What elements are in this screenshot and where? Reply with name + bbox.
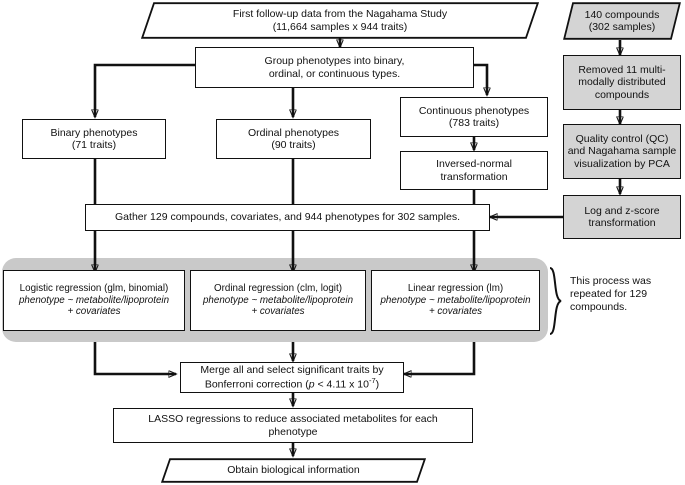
log-zscore-line2: transformation xyxy=(588,217,656,229)
merge-select-line2: Bonferroni correction (p < 4.11 x 10-7) xyxy=(184,375,400,391)
ordinal-regression-line1: Ordinal regression (clm, logit) xyxy=(214,283,342,295)
removed-multimodal-line3: compounds xyxy=(594,88,650,101)
node-continuous-phenotypes: Continuous phenotypes (783 traits) xyxy=(400,97,548,137)
node-group-phenotypes: Group phenotypes into binary, ordinal, o… xyxy=(195,47,474,88)
log-zscore-line1: Log and z-score xyxy=(584,204,660,217)
node-binary-phenotypes: Binary phenotypes (71 traits) xyxy=(22,119,166,159)
parallelogram-shape xyxy=(141,2,539,39)
inversed-normal-line2: transformation xyxy=(440,170,508,183)
node-quality-control: Quality control (QC) and Nagahama sample… xyxy=(563,124,681,179)
node-removed-multimodal: Removed 11 multi- modally distributed co… xyxy=(563,55,681,110)
compounds-source-line1: 140 compounds xyxy=(584,8,660,21)
lasso-line2: phenotype xyxy=(268,425,318,438)
ordinal-phenotypes-line2: (90 traits) xyxy=(271,139,316,151)
merge-select-p-symbol: p xyxy=(308,378,315,391)
compounds-source-line2: (302 samples) xyxy=(588,21,656,33)
ordinal-regression-line2: phenotype ~ metabolite/lipoprotein xyxy=(202,294,354,306)
obtain-info-line1: Obtain biological information xyxy=(227,464,360,477)
quality-control-line2: and Nagahama sample xyxy=(567,145,677,158)
node-gather: Gather 129 compounds, covariates, and 94… xyxy=(85,204,490,231)
node-repeat-note: This process was repeated for 129 compou… xyxy=(570,275,682,313)
merge-select-suffix: ) xyxy=(375,378,380,391)
repeat-note-line1: This process was xyxy=(570,275,652,287)
parallelogram-shape xyxy=(563,2,681,40)
lasso-line1: LASSO regressions to reduce associated m… xyxy=(148,413,438,426)
logistic-regression-line2: phenotype ~ metabolite/lipoprotein xyxy=(18,294,170,306)
linear-regression-line3: + covariates xyxy=(428,306,483,318)
logistic-regression-line1: Logistic regression (glm, binomial) xyxy=(19,283,169,295)
node-source-data: First follow-up data from the Nagahama S… xyxy=(141,2,539,39)
node-compounds-source: 140 compounds (302 samples) xyxy=(563,2,681,40)
binary-phenotypes-line2: (71 traits) xyxy=(71,139,117,151)
group-phenotypes-line2: ordinal, or continuous types. xyxy=(268,67,401,80)
continuous-phenotypes-line1: Continuous phenotypes xyxy=(418,104,530,117)
quality-control-line3: visualization by PCA xyxy=(574,157,670,170)
node-obtain-info: Obtain biological information xyxy=(161,458,426,483)
node-linear-regression: Linear regression (lm) phenotype ~ metab… xyxy=(371,270,540,331)
repeat-note-line2: repeated for 129 xyxy=(570,287,648,300)
linear-regression-line2: phenotype ~ metabolite/lipoprotein xyxy=(380,294,531,306)
removed-multimodal-line2: modally distributed xyxy=(578,76,666,89)
ordinal-regression-line3: + covariates xyxy=(251,306,305,318)
merge-select-line1: Merge all and select significant traits … xyxy=(200,364,384,377)
source-data-line2: (11,664 samples x 944 traits) xyxy=(272,20,408,33)
merge-select-prefix: Bonferroni correction ( xyxy=(204,378,309,391)
node-log-zscore: Log and z-score transformation xyxy=(563,195,681,239)
node-lasso: LASSO regressions to reduce associated m… xyxy=(113,408,473,443)
source-data-line1: First follow-up data from the Nagahama S… xyxy=(232,8,448,21)
node-ordinal-phenotypes: Ordinal phenotypes (90 traits) xyxy=(216,119,371,159)
group-phenotypes-line1: Group phenotypes into binary, xyxy=(264,55,405,68)
node-inversed-normal: Inversed-normal transformation xyxy=(400,151,548,190)
ordinal-phenotypes-line1: Ordinal phenotypes xyxy=(247,126,340,139)
linear-regression-line1: Linear regression (lm) xyxy=(407,283,504,295)
parallelogram-shape xyxy=(161,458,426,483)
gather-line1: Gather 129 compounds, covariates, and 94… xyxy=(115,211,460,224)
merge-select-mid: < 4.11 x 10 xyxy=(314,378,369,391)
binary-phenotypes-line1: Binary phenotypes xyxy=(50,126,138,139)
node-logistic-regression: Logistic regression (glm, binomial) phen… xyxy=(3,270,185,331)
continuous-phenotypes-line2: (783 traits) xyxy=(448,117,500,129)
merge-select-exponent: -7 xyxy=(368,375,376,385)
removed-multimodal-line1: Removed 11 multi- xyxy=(578,63,666,76)
quality-control-line1: Quality control (QC) xyxy=(575,132,669,145)
repeat-note-line3: compounds. xyxy=(570,300,628,313)
logistic-regression-line3: + covariates xyxy=(67,306,121,318)
node-merge-select: Merge all and select significant traits … xyxy=(180,362,404,393)
node-ordinal-regression: Ordinal regression (clm, logit) phenotyp… xyxy=(190,270,366,331)
inversed-normal-line1: Inversed-normal xyxy=(436,158,512,171)
repeat-bracket xyxy=(549,267,562,335)
